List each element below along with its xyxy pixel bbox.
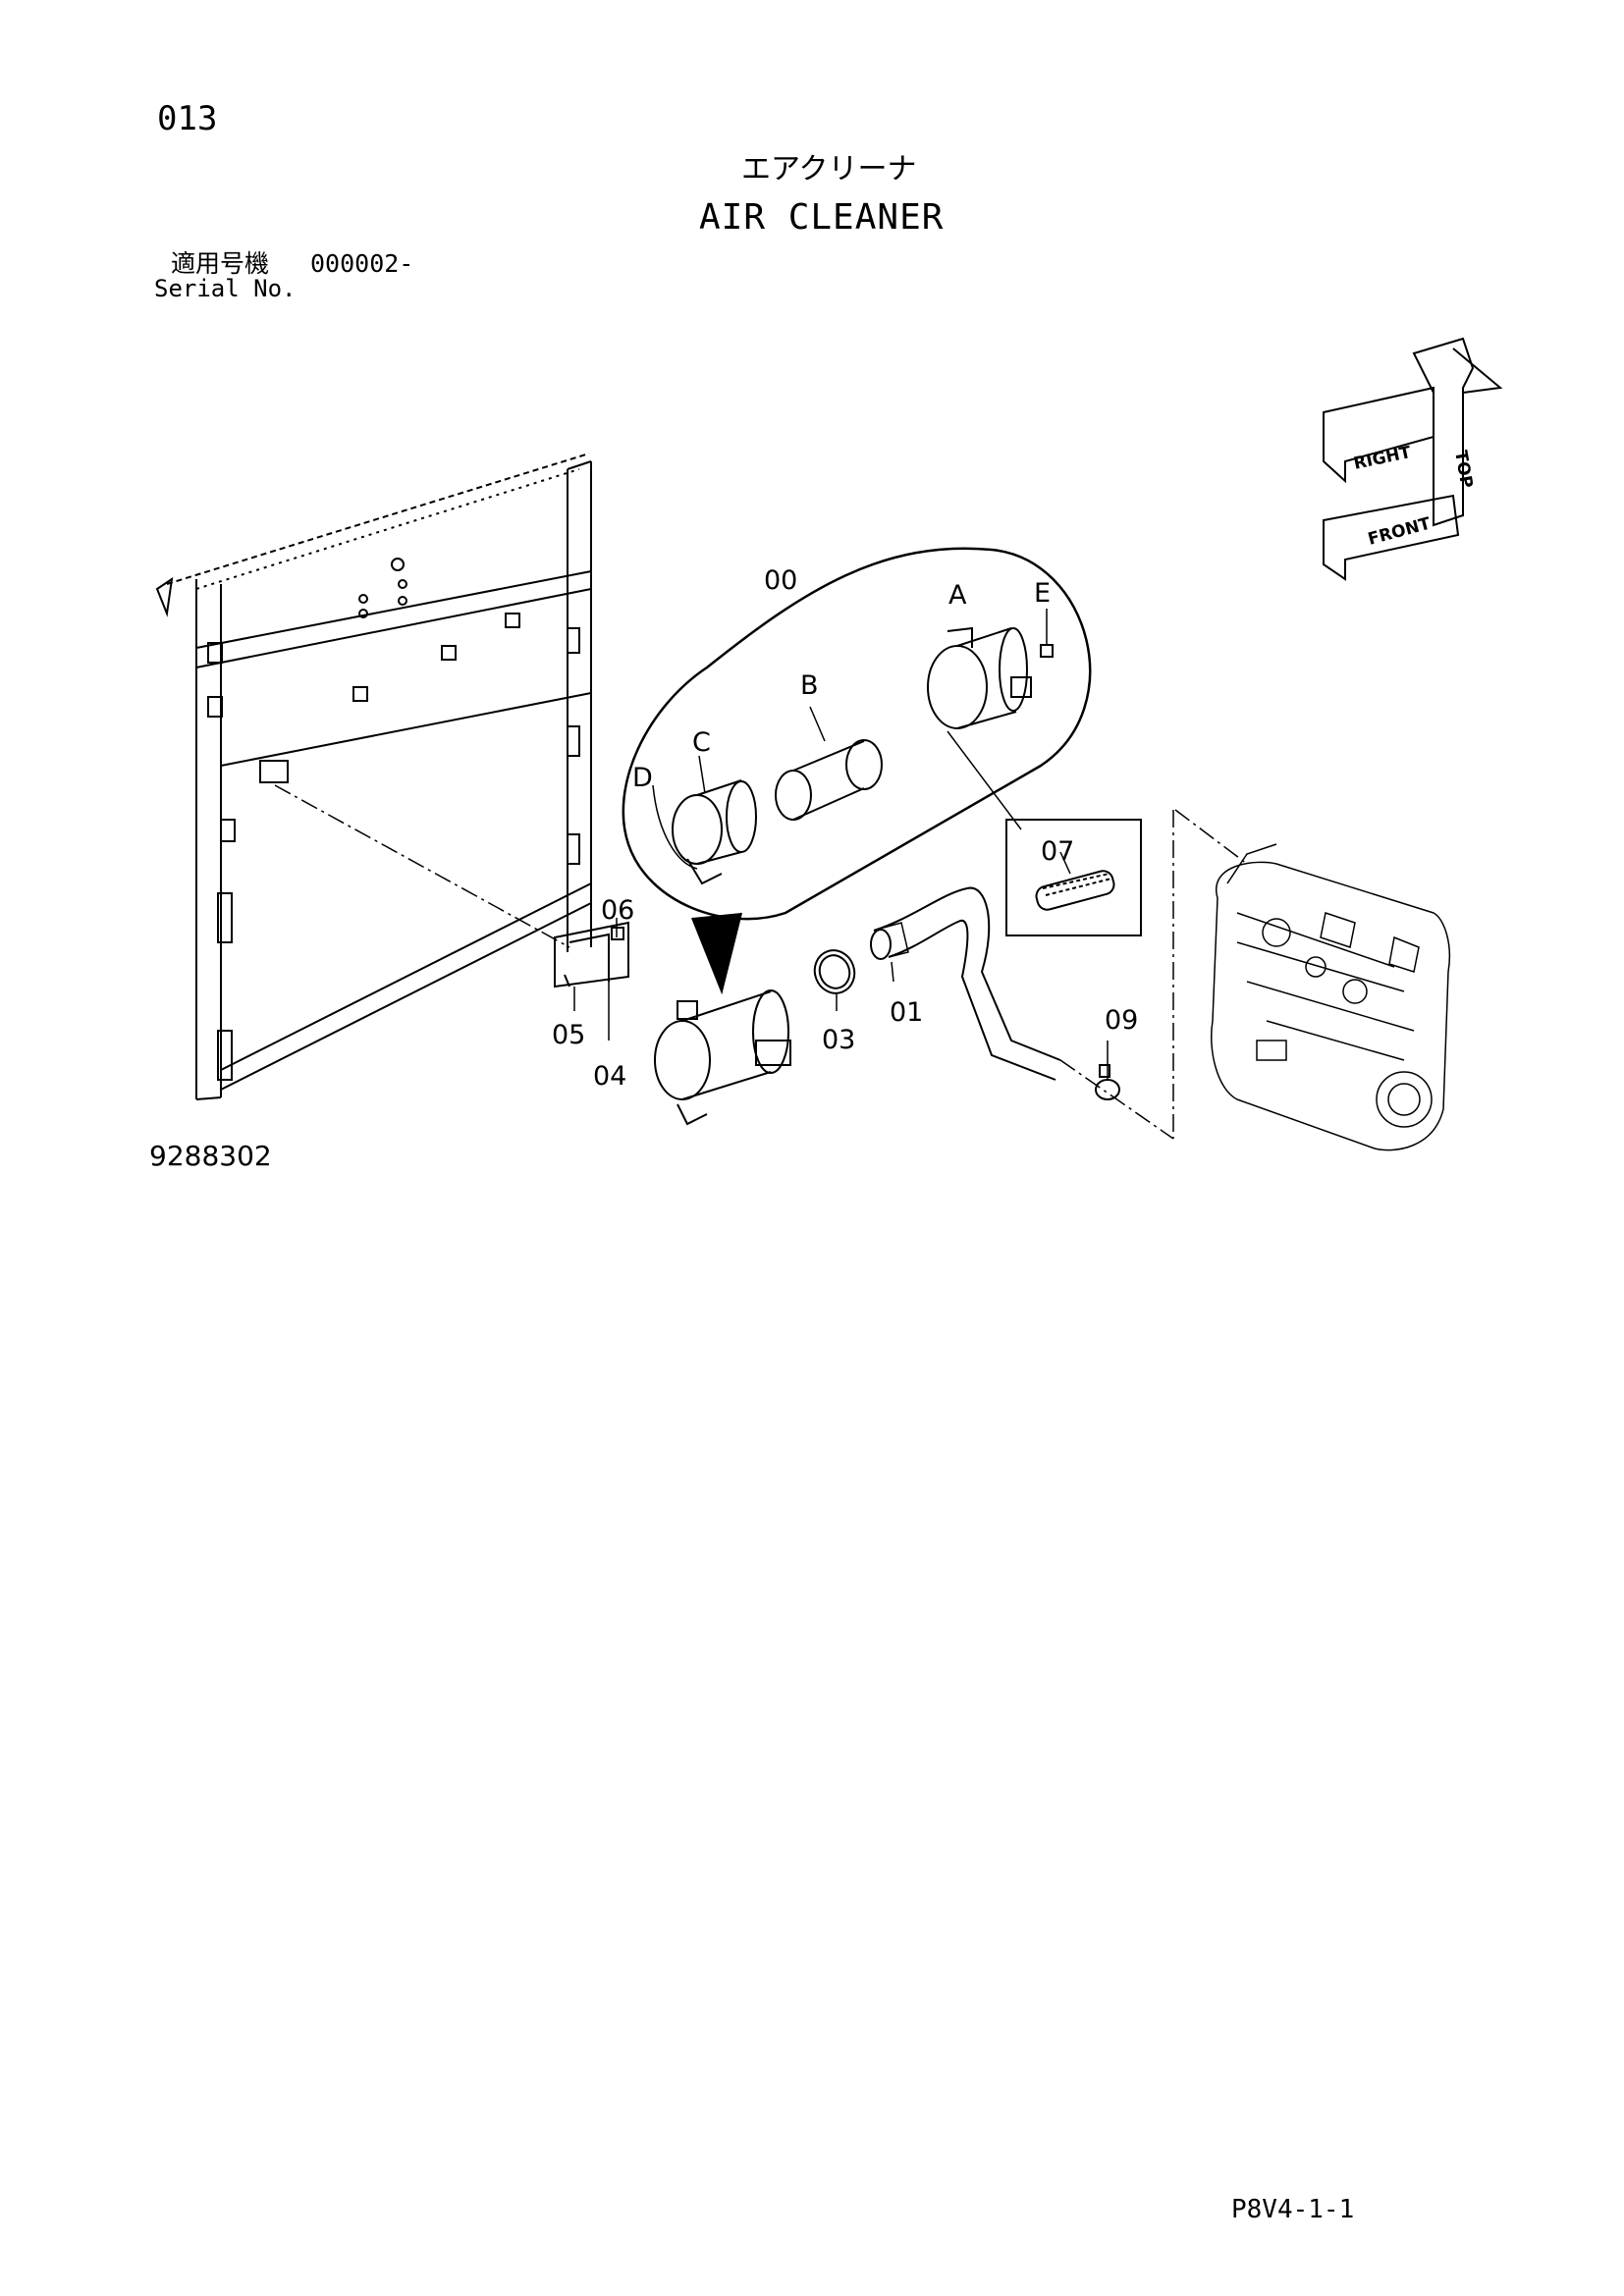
part-d-clamp	[652, 784, 723, 885]
serial-label: Serial No.	[154, 275, 297, 302]
title-japanese: エアクリーナ	[741, 152, 917, 187]
orientation-top-label: TOP	[1450, 449, 1476, 489]
frame-assembly	[155, 453, 592, 1100]
callout-09: 09	[1105, 1005, 1138, 1036]
callout-03: 03	[822, 1025, 855, 1055]
orientation-indicator: TOP RIGHT FRONT	[1323, 337, 1503, 581]
callout-b: B	[800, 670, 819, 701]
band-09	[1095, 1041, 1120, 1100]
drawing-number: 9288302	[149, 1140, 272, 1172]
air-cleaner-main	[654, 989, 791, 1126]
callout-d: D	[632, 763, 653, 793]
callout-e: E	[1034, 578, 1051, 609]
page-number: 013	[157, 99, 218, 138]
part-b-element	[775, 706, 883, 821]
callout-01: 01	[890, 997, 923, 1028]
orientation-right-label: RIGHT	[1352, 443, 1413, 474]
clamp-03	[813, 949, 856, 1011]
part-e-valve	[1040, 609, 1054, 658]
callout-05: 05	[552, 1020, 585, 1050]
serial-value: 000002-	[310, 249, 414, 278]
callout-07: 07	[1041, 836, 1074, 867]
callout-06: 06	[601, 895, 634, 926]
hose-01	[870, 886, 1061, 1081]
callout-c: C	[692, 727, 711, 758]
part-a-cleaner-body	[927, 626, 1032, 729]
callout-00: 00	[764, 565, 797, 596]
engine-illustration	[1211, 843, 1451, 1151]
orientation-front-label: FRONT	[1366, 514, 1433, 550]
assembly-detail-bubble	[622, 547, 1092, 995]
footer-code: P8V4-1-1	[1231, 2195, 1355, 2224]
page-title: AIR CLEANER	[699, 197, 945, 238]
serial-label-japanese: 適用号機	[171, 249, 270, 278]
part-07-detail-box	[947, 730, 1142, 936]
part-c-cover	[672, 755, 757, 865]
bracket-assembly	[554, 918, 629, 1041]
callout-a: A	[948, 580, 967, 611]
callout-04: 04	[593, 1061, 626, 1092]
